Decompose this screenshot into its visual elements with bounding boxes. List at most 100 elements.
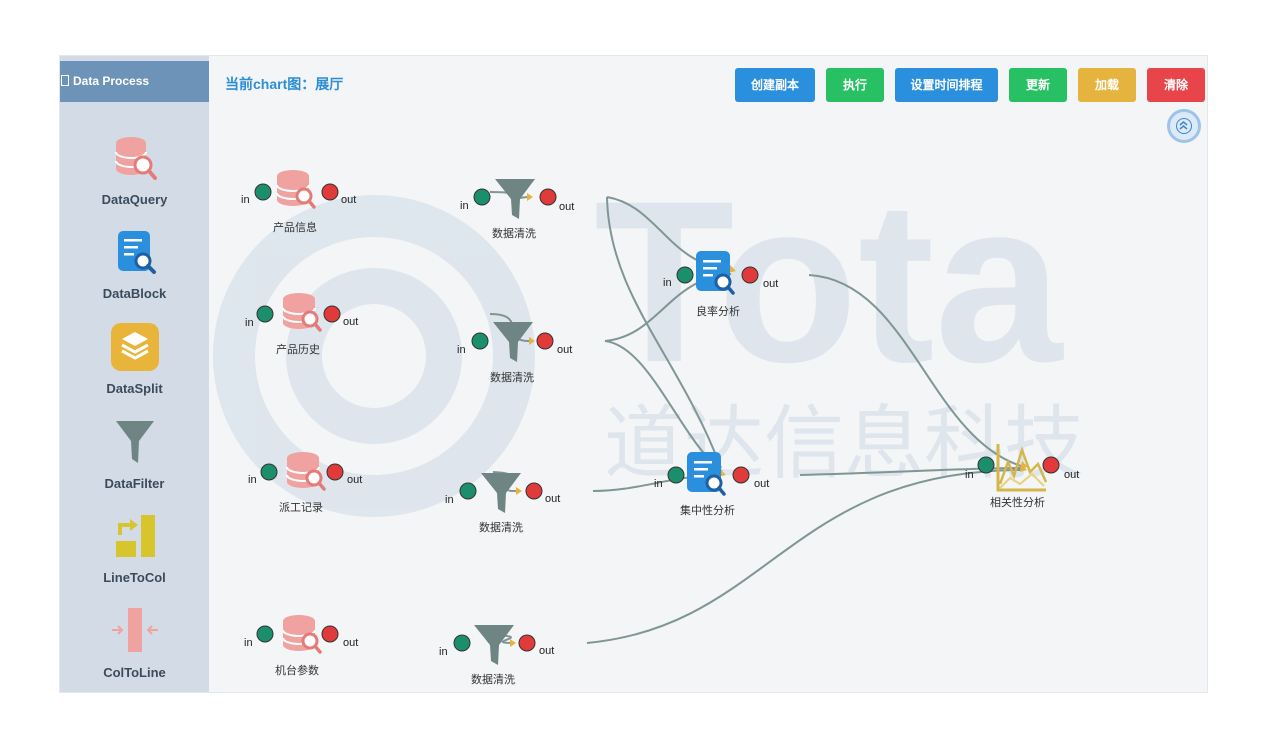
edge-f4-c1[interactable] [586,469,1022,644]
input-port[interactable] [256,625,274,643]
node-dispatch-record[interactable]: in out 派工记录 [248,452,362,514]
update-button[interactable]: 更新 [1009,68,1067,102]
sidebar: Data Process DataQuery DataBlock [60,56,209,692]
input-port[interactable] [260,463,278,481]
node-label: 数据清洗 [471,672,515,686]
node-concentration-analysis[interactable]: in out 集中性分析 [654,452,769,517]
document-search-icon [696,251,735,295]
port-label-out: out [539,645,554,657]
port-label-in: in [965,469,974,481]
port-label-out: out [754,478,769,490]
main-panel: Tota 道达信息科技 [209,56,1207,692]
scroll-top-button[interactable] [1167,109,1201,143]
input-port[interactable] [254,183,272,201]
watermark: Tota 道达信息科技 [213,153,1084,517]
sidebar-title: Data Process [73,74,150,88]
input-port[interactable] [256,305,274,323]
output-port[interactable] [732,466,750,484]
input-port[interactable] [473,188,491,206]
menu-icon [61,75,69,86]
node-filter-3[interactable]: in out 数据清洗 [445,473,560,534]
funnel-icon [481,473,521,513]
output-port[interactable] [321,183,339,201]
port-label-out: out [1064,469,1079,481]
document-search-icon [687,452,726,496]
tool-datasplit[interactable]: DataSplit [60,322,209,396]
funnel-icon [495,179,535,219]
output-port[interactable] [518,634,536,652]
node-product-history[interactable]: in out 产品历史 [245,293,358,356]
tool-label: DataSplit [106,381,163,396]
output-port[interactable] [321,625,339,643]
port-label-in: in [248,474,257,486]
schedule-button[interactable]: 设置时间排程 [895,68,998,102]
input-port[interactable] [459,482,477,500]
output-port[interactable] [536,332,554,350]
edge-f1-b2[interactable] [606,196,722,469]
port-label-in: in [445,494,454,506]
node-label: 数据清洗 [479,520,523,534]
document-search-icon [117,231,156,274]
input-port[interactable] [977,456,995,474]
tool-dataquery[interactable]: DataQuery [60,133,209,207]
funnel-icon [115,421,154,463]
tool-linetocol[interactable]: LineToCol [60,511,209,585]
node-label: 派工记录 [279,501,323,514]
input-port[interactable] [676,266,694,284]
node-label: 集中性分析 [680,503,735,517]
input-port[interactable] [471,332,489,350]
port-label-out: out [545,493,560,505]
tool-datablock[interactable]: DataBlock [60,227,209,301]
node-filter-1[interactable]: in out 数据清洗 [460,179,574,240]
output-port[interactable] [525,482,543,500]
clear-button[interactable]: 清除 [1147,68,1205,102]
input-port[interactable] [453,634,471,652]
node-label: 产品信息 [273,220,317,234]
edge-b2-c1[interactable] [799,467,1022,476]
port-label-out: out [557,344,572,356]
funnel-icon [493,322,533,362]
node-filter-4[interactable]: in out 数据清洗 [439,625,554,686]
chart-icon [996,444,1048,492]
port-label-in: in [654,478,663,490]
port-label-out: out [347,474,362,486]
load-button[interactable]: 加载 [1078,68,1136,102]
flow-canvas: Tota 道达信息科技 [213,153,1084,686]
node-label: 良率分析 [696,304,740,318]
output-port[interactable] [539,188,557,206]
create-copy-button[interactable]: 创建副本 [735,68,815,102]
port-label-in: in [241,194,250,206]
node-label: 机台参数 [275,663,319,677]
tool-datafilter[interactable]: DataFilter [60,417,209,491]
edge-b1-c1[interactable] [808,274,1022,467]
node-label: 相关性分析 [990,495,1045,509]
column-to-line-icon [111,608,158,652]
node-correlation-analysis[interactable]: in out 相关性分析 [965,444,1079,509]
node-label: 数据清洗 [492,226,536,240]
output-port[interactable] [1042,456,1060,474]
tool-label: DataFilter [104,476,165,491]
output-port[interactable] [323,305,341,323]
node-product-info[interactable]: in out 产品信息 [241,170,356,234]
port-label-out: out [763,278,778,290]
node-label: 数据清洗 [490,370,534,384]
input-port[interactable] [667,466,685,484]
port-label-in: in [439,646,448,658]
port-label-in: in [245,317,254,329]
output-port[interactable] [741,266,759,284]
node-machine-params[interactable]: in out 机台参数 [244,615,358,677]
sidebar-header: Data Process [60,61,209,102]
execute-button[interactable]: 执行 [826,68,884,102]
tool-label: DataQuery [101,192,168,207]
port-label-in: in [457,344,466,356]
port-label-out: out [559,201,574,213]
node-yield-analysis[interactable]: in out 良率分析 [663,251,778,318]
output-port[interactable] [326,463,344,481]
app-window: Data Process DataQuery DataBlock [59,55,1208,693]
port-label-in: in [663,277,672,289]
node-filter-2[interactable]: in out 数据清洗 [457,322,572,384]
port-label-in: in [244,637,253,649]
tool-label: ColToLine [103,665,166,680]
tool-coltoline[interactable]: ColToLine [60,606,209,680]
node-label: 产品历史 [276,342,320,356]
